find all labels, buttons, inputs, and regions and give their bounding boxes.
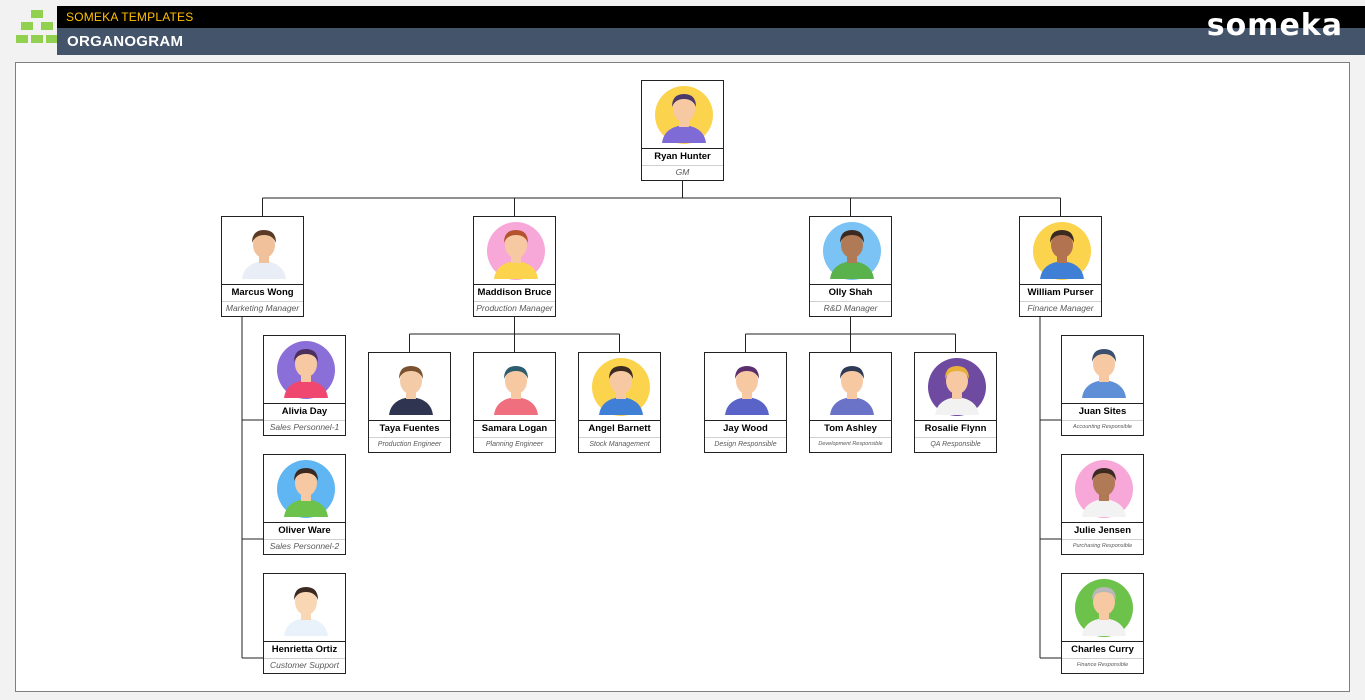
employee-name: Olly Shah <box>810 284 891 302</box>
employee-role: Production Engineer <box>377 441 442 448</box>
title-bar-bottom-strip <box>57 28 1365 55</box>
avatar-icon <box>277 460 335 518</box>
employee-role: Sales Personnel-2 <box>269 541 340 551</box>
avatar-icon <box>823 358 881 416</box>
avatar-icon <box>823 222 881 280</box>
employee-name: Ryan Hunter <box>642 148 723 166</box>
connector-lines <box>241 181 1061 659</box>
employee-role: Accounting Responsible <box>1072 424 1132 430</box>
employee-role: Marketing Manager <box>225 303 300 313</box>
avatar-icon <box>1075 579 1133 637</box>
avatar-icon <box>1033 222 1091 280</box>
employee-role: QA Responsible <box>930 441 981 448</box>
avatar-icon <box>277 579 335 637</box>
avatar-icon <box>928 358 986 416</box>
employee-role: Purchasing Responsible <box>1072 543 1133 549</box>
employee-role: GM <box>675 167 690 177</box>
employee-name: Samara Logan <box>474 420 555 438</box>
employee-role: Finance Responsible <box>1076 662 1129 668</box>
employee-name: Marcus Wong <box>222 284 303 302</box>
avatar-icon <box>235 222 293 280</box>
employee-role: R&D Manager <box>823 303 878 313</box>
employee-name: Juan Sites <box>1062 403 1143 421</box>
avatar-icon <box>1075 460 1133 518</box>
title-bar-top-strip <box>57 6 1365 28</box>
employee-role: Development Responsible <box>818 441 883 447</box>
avatar-icon <box>718 358 776 416</box>
brand-label: SOMEKA TEMPLATES <box>66 10 194 24</box>
employee-name: Henrietta Ortiz <box>264 641 345 659</box>
employee-name: Alivia Day <box>264 403 345 421</box>
employee-name: Rosalie Flynn <box>915 420 996 438</box>
page-title: ORGANOGRAM <box>67 33 184 50</box>
avatar-icon <box>382 358 440 416</box>
employee-name: William Purser <box>1020 284 1101 302</box>
employee-role: Customer Support <box>270 660 339 670</box>
avatar-icon <box>277 341 335 399</box>
employee-role: Sales Personnel-1 <box>269 422 340 432</box>
avatar-icon <box>655 86 713 144</box>
employee-name: Tom Ashley <box>810 420 891 438</box>
employee-name: Maddison Bruce <box>474 284 555 302</box>
employee-role: Stock Management <box>589 441 650 448</box>
employee-name: Jay Wood <box>705 420 786 438</box>
employee-role: Design Responsible <box>714 441 777 448</box>
employee-role: Finance Manager <box>1027 303 1094 313</box>
org-chart-icon <box>16 10 58 43</box>
employee-name: Angel Barnett <box>579 420 660 438</box>
avatar-icon <box>1075 341 1133 399</box>
avatar-icon <box>487 358 545 416</box>
someka-logo[interactable]: someka <box>1206 8 1343 43</box>
avatar-icon <box>592 358 650 416</box>
employee-name: Taya Fuentes <box>369 420 450 438</box>
employee-name: Julie Jensen <box>1062 522 1143 540</box>
title-bar: SOMEKA TEMPLATES ORGANOGRAM someka <box>0 0 1365 55</box>
employee-card[interactable]: Rosalie Flynn QA Responsible <box>914 352 997 453</box>
employee-role: Production Manager <box>476 303 553 313</box>
employee-name: Charles Curry <box>1062 641 1143 659</box>
employee-role: Planning Engineer <box>485 441 544 448</box>
avatar-icon <box>487 222 545 280</box>
employee-name: Oliver Ware <box>264 522 345 540</box>
